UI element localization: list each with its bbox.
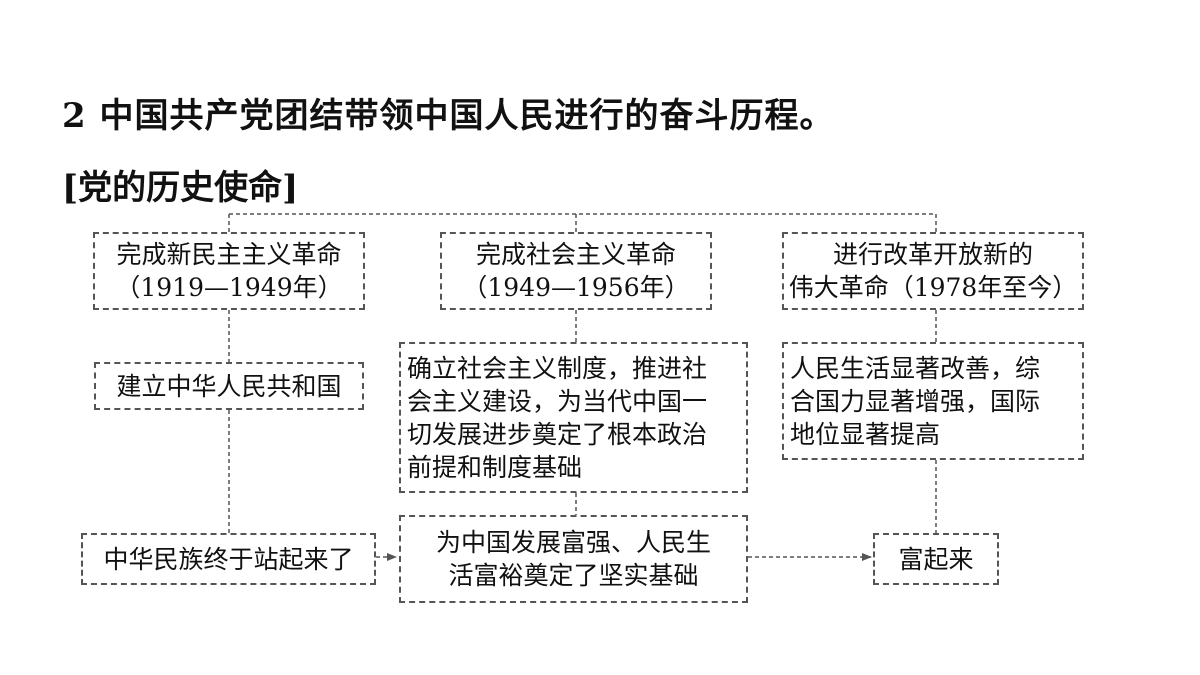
era-box-reform-opening: 进行改革开放新的 伟大革命（1978年至今） bbox=[782, 232, 1084, 310]
era-line: 完成社会主义革命 bbox=[475, 240, 676, 269]
page-title: 2 中国共产党团结带领中国人民进行的奋斗历程。 bbox=[62, 96, 835, 136]
section-title: [党的历史使命] bbox=[62, 168, 299, 208]
achievement-line: 合国力显著增强，国际 bbox=[790, 386, 1041, 416]
achievement-line: 地位显著提高 bbox=[790, 419, 941, 449]
achievement-box-socialist-system: 确立社会主义制度，推进社 会主义建设，为当代中国一 切发展进步奠定了根本政治 前… bbox=[399, 342, 748, 493]
result-line: 中华民族终于站起来了 bbox=[103, 544, 354, 574]
achievement-box-prc-founded: 建立中华人民共和国 bbox=[94, 362, 364, 410]
result-line: 活富裕奠定了坚实基础 bbox=[448, 561, 699, 590]
achievement-line: 切发展进步奠定了根本政治 bbox=[407, 419, 708, 449]
result-box-stood-up: 中华民族终于站起来了 bbox=[81, 533, 376, 585]
era-line: （1949—1956年） bbox=[462, 273, 690, 302]
achievement-line: 人民生活显著改善，综 bbox=[790, 353, 1041, 383]
era-line: 伟大革命（1978年至今） bbox=[788, 273, 1078, 302]
era-line: 进行改革开放新的 bbox=[832, 240, 1033, 269]
era-box-socialist-revolution: 完成社会主义革命 （1949—1956年） bbox=[440, 232, 712, 310]
result-box-rich: 富起来 bbox=[873, 533, 999, 585]
achievement-line: 前提和制度基础 bbox=[407, 452, 583, 482]
era-line: （1919—1949年） bbox=[115, 273, 343, 302]
result-box-foundation: 为中国发展富强、人民生 活富裕奠定了坚实基础 bbox=[399, 515, 748, 603]
result-line: 富起来 bbox=[898, 544, 974, 574]
achievement-line: 确立社会主义制度，推进社 bbox=[407, 353, 708, 383]
era-line: 完成新民主主义革命 bbox=[116, 240, 342, 269]
achievement-line: 会主义建设，为当代中国一 bbox=[407, 386, 708, 416]
era-box-new-democratic-revolution: 完成新民主主义革命 （1919—1949年） bbox=[93, 232, 365, 310]
achievement-box-prosperity: 人民生活显著改善，综 合国力显著增强，国际 地位显著提高 bbox=[782, 342, 1084, 460]
result-line: 为中国发展富强、人民生 bbox=[435, 528, 711, 557]
achievement-line: 建立中华人民共和国 bbox=[116, 371, 342, 401]
